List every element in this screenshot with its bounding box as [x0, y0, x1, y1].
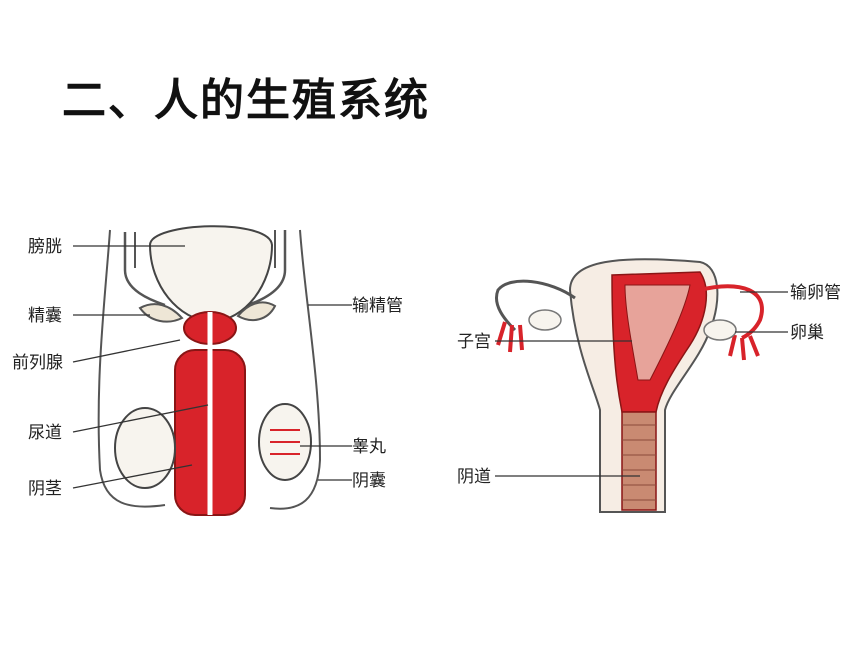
label-urethra: 尿道: [28, 423, 62, 443]
male-leader-lines: [72, 245, 352, 489]
female-leader-lines: [495, 291, 788, 477]
female-ovary-right: [703, 319, 737, 341]
page-title: 二、人的生殖系统: [62, 75, 430, 126]
male-seminal-vesicle-right: [236, 301, 277, 322]
label-vagina: 阴道: [457, 467, 491, 487]
female-ovary-left: [528, 309, 562, 331]
male-vas-deferens: [123, 232, 166, 307]
label-uterus: 子宫: [457, 332, 491, 352]
female-reproductive-diagram: [495, 258, 764, 513]
label-testis: 睾丸: [352, 437, 386, 457]
label-bladder: 膀胱: [28, 237, 62, 257]
label-vas-deferens: 输精管: [352, 296, 403, 316]
label-seminal-vesicle: 精囊: [28, 306, 62, 326]
male-seminal-vesicle-left: [138, 303, 184, 323]
female-vagina: [621, 411, 657, 511]
male-testis-left: [114, 407, 176, 489]
label-scrotum: 阴囊: [352, 471, 386, 491]
label-penis: 阴茎: [28, 479, 62, 499]
male-bladder: [148, 225, 274, 324]
label-oviduct: 输卵管: [790, 283, 841, 303]
label-ovary: 卵巢: [790, 323, 824, 343]
female-oviduct-left: [495, 279, 576, 332]
male-reproductive-diagram: [97, 225, 322, 516]
female-oviduct-right: [699, 284, 764, 340]
label-prostate: 前列腺: [12, 353, 63, 373]
